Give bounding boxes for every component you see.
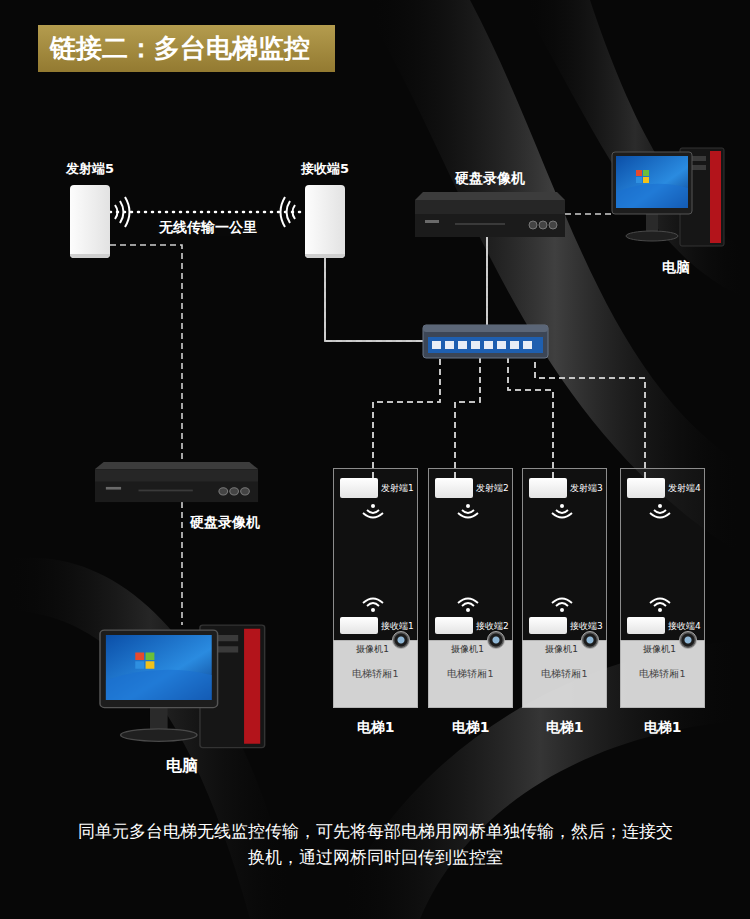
- dashed-cable: [455, 237, 487, 478]
- wireless-link: [110, 211, 305, 214]
- node-label: 摄像机1: [545, 644, 578, 655]
- dvr-recorder: 硬盘录像机: [415, 192, 565, 237]
- bridge-receiver: 接收端5: [305, 185, 345, 258]
- dashed-cable: [325, 258, 440, 478]
- switch-port: [523, 341, 532, 349]
- node-label: 电梯轿厢1: [523, 668, 606, 679]
- node-label: 接收端4: [668, 620, 701, 631]
- dashed-cable: [110, 245, 182, 462]
- node-label: 摄像机1: [356, 644, 389, 655]
- elevator-car: 电梯轿厢1 摄像机1: [522, 640, 607, 708]
- dashed-cable: [325, 258, 553, 478]
- switch-port: [445, 341, 454, 349]
- edge-label: 无线传输一公里: [157, 219, 259, 236]
- elevator-shaft: 电梯1发射端3接收端3电梯轿厢1摄像机1: [522, 468, 607, 708]
- switch-port: [497, 341, 506, 349]
- node-label: 电梯轿厢1: [334, 668, 417, 679]
- computer: 电脑: [100, 625, 265, 750]
- switch-port: [484, 341, 493, 349]
- title-bar: 链接二：多台电梯监控: [38, 25, 335, 72]
- bridge-transmitter: 发射端3: [529, 478, 567, 498]
- node-label: 发射端4: [668, 483, 701, 494]
- wave-arc: [125, 197, 130, 227]
- camera: 摄像机1: [392, 631, 410, 649]
- dashed-cable: [487, 237, 553, 478]
- dashed-cable: [325, 258, 480, 478]
- computer-icon: [612, 148, 724, 246]
- bridge-receiver: 接收端4: [627, 617, 665, 634]
- computer-icon: [100, 625, 265, 748]
- node-label: 发射端2: [476, 483, 509, 494]
- dashed-cable: [487, 237, 645, 478]
- network-switch: [423, 325, 548, 358]
- node-label: 电梯轿厢1: [429, 668, 512, 679]
- background-curve: [520, 0, 750, 300]
- wave-arc: [287, 201, 291, 223]
- elevator-car: 电梯轿厢1 摄像机1: [620, 640, 705, 708]
- elevator-shaft: 电梯1发射端4接收端4电梯轿厢1摄像机1: [620, 468, 705, 708]
- node-label: 接收端1: [381, 620, 414, 631]
- node-label: 发射端5: [66, 161, 114, 177]
- elevator-shaft: 电梯1发射端2接收端2电梯轿厢1摄像机1: [428, 468, 513, 708]
- bridge-transmitter: 发射端1: [340, 478, 378, 498]
- switch-port: [510, 341, 519, 349]
- dvr-recorder: 硬盘录像机: [95, 462, 258, 502]
- node-label: 电梯1: [644, 719, 682, 736]
- node-label: 发射端1: [381, 483, 414, 494]
- background-curve: [330, 640, 750, 919]
- node-label: 接收端3: [570, 620, 603, 631]
- dvr-recorder-icon: [415, 192, 565, 237]
- node-label: 硬盘录像机: [455, 170, 525, 187]
- camera: 摄像机1: [581, 631, 599, 649]
- dvr-recorder-icon: [95, 462, 258, 502]
- bridge-transmitter: 发射端2: [435, 478, 473, 498]
- bridge-receiver: 接收端1: [340, 617, 378, 634]
- node-label: 摄像机1: [451, 644, 484, 655]
- switch-port: [471, 341, 480, 349]
- wave-arc: [281, 197, 286, 227]
- elevator-car: 电梯轿厢1 摄像机1: [428, 640, 513, 708]
- elevator-car: 电梯轿厢1 摄像机1: [333, 640, 418, 708]
- bridge-receiver: 接收端3: [529, 617, 567, 634]
- camera: 摄像机1: [487, 631, 505, 649]
- node-label: 电脑: [662, 259, 690, 276]
- switch-body: [423, 325, 548, 358]
- node-label: 发射端3: [570, 483, 603, 494]
- dashed-cable: [181, 502, 183, 625]
- bridge-receiver: 接收端2: [435, 617, 473, 634]
- node-label: 电梯1: [452, 719, 490, 736]
- camera: 摄像机1: [679, 631, 697, 649]
- switch-panel: [428, 337, 543, 353]
- bridge-transmitter: 发射端4: [627, 478, 665, 498]
- switch-port: [432, 341, 441, 349]
- dashed-cable: [565, 213, 612, 215]
- switch-port: [458, 341, 467, 349]
- node-label: 摄像机1: [643, 644, 676, 655]
- node-label: 硬盘录像机: [190, 514, 260, 531]
- node-label: 接收端2: [476, 620, 509, 631]
- switch-top: [423, 325, 548, 332]
- dashed-cable: [373, 237, 487, 478]
- node-label: 电梯1: [546, 719, 584, 736]
- bridge-transmitter: 发射端5: [70, 185, 110, 258]
- node-label: 电梯1: [357, 719, 395, 736]
- wave-arc: [115, 205, 118, 219]
- wave-arc: [120, 201, 124, 223]
- dashed-cable: [325, 237, 487, 341]
- caption-text: 同单元多台电梯无线监控传输，可先将每部电梯用网桥单独传输，然后；连接交换机，通过…: [74, 818, 676, 870]
- elevator-shaft: 电梯1发射端1接收端1电梯轿厢1摄像机1: [333, 468, 418, 708]
- title-text: 链接二：多台电梯监控: [50, 33, 310, 63]
- wave-arc: [293, 205, 296, 219]
- node-label: 电脑: [166, 756, 198, 775]
- node-label: 电梯轿厢1: [621, 668, 704, 679]
- computer: 电脑: [612, 148, 724, 248]
- node-label: 接收端5: [301, 161, 349, 177]
